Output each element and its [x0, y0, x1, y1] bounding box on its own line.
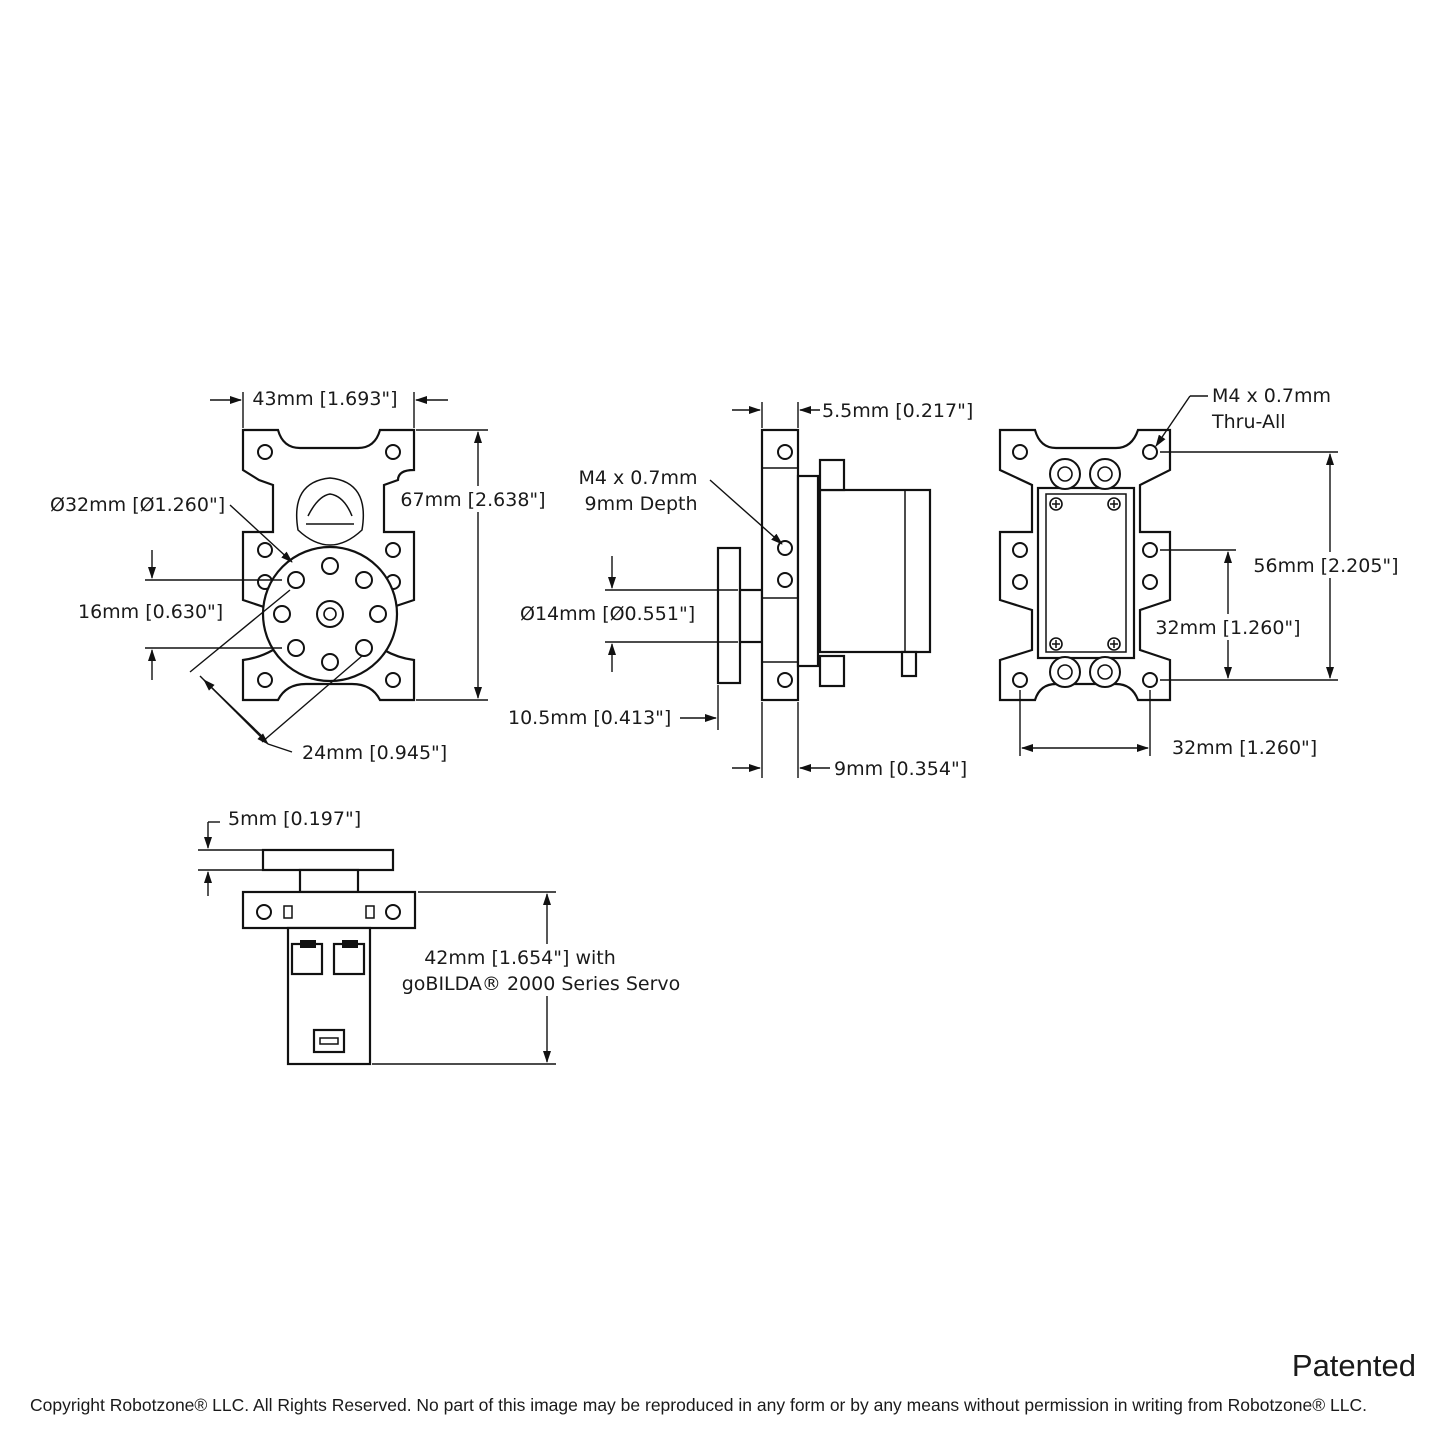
bottom-servo-connector [312, 1028, 346, 1054]
side-servo-flange [796, 474, 820, 668]
tap-note-callout: M4 x 0.7mm 9mm Depth [578, 467, 783, 545]
bracket-depth-label: 9mm [0.354"] [834, 758, 967, 780]
thru-note-callout: M4 x 0.7mm Thru-All [1155, 385, 1331, 447]
side-servo-cable [900, 650, 918, 678]
mount-hole [257, 444, 273, 460]
side-hub-disc [716, 546, 742, 685]
hub-thickness-label: 5mm [0.197"] [228, 808, 361, 830]
thru-note-line1: M4 x 0.7mm [1212, 385, 1331, 407]
front-width-dimension: 43mm [1.693"] [210, 388, 448, 428]
mount-hole [257, 542, 273, 558]
bracket-depth-dimension: 9mm [0.354"] [732, 702, 967, 780]
front-height-dimension: 67mm [2.638"] [396, 429, 546, 701]
back-servo-case [1036, 486, 1136, 660]
copyright-notice: Copyright Robotzone® LLC. All Rights Res… [30, 1395, 1367, 1415]
front-hub [261, 545, 399, 683]
front-view: 43mm [1.693"] 67mm [2.638"] Ø32mm [Ø1.26… [50, 388, 546, 764]
tap-note-line1: M4 x 0.7mm [578, 467, 697, 489]
hub-thickness-dimension: 5mm [0.197"] [198, 808, 361, 896]
bottom-view: 5mm [0.197"] 42mm [1.654"] with goBILDA®… [198, 808, 688, 1066]
side-hub-diameter-label: Ø14mm [Ø0.551"] [520, 603, 695, 625]
pattern-diameter-label: 24mm [0.945"] [302, 742, 447, 764]
horizontal-spacing-dimension: 32mm [1.260"] [1019, 690, 1317, 759]
side-servo-body [818, 488, 932, 654]
plate-thickness-label: 5.5mm [0.217"] [822, 400, 973, 422]
back-phillips-screws [1049, 497, 1121, 651]
front-width-label: 43mm [1.693"] [252, 388, 397, 410]
mount-hole [385, 542, 401, 558]
hole-spacing-dimension: 16mm [0.630"] [78, 550, 282, 680]
side-bracket-plate [760, 428, 800, 702]
servo-window [296, 477, 364, 546]
back-mount-holes [1012, 444, 1158, 688]
thru-note-line2: Thru-All [1211, 411, 1286, 433]
hub-diameter-label: Ø32mm [Ø1.260"] [50, 494, 225, 516]
front-mount-holes [257, 444, 401, 688]
side-hub-boss [738, 588, 764, 644]
mount-hole [385, 672, 401, 688]
horizontal-spacing-label: 32mm [1.260"] [1172, 737, 1317, 759]
height-note-line1: 42mm [1.654"] with [424, 947, 616, 969]
hub-offset-label: 10.5mm [0.413"] [508, 707, 671, 729]
outer-spacing-label: 56mm [2.205"] [1253, 555, 1398, 577]
hub-diameter-callout: Ø32mm [Ø1.260"] [50, 494, 293, 563]
height-note-line2: goBILDA® 2000 Series Servo [402, 973, 681, 995]
tap-note-line2: 9mm Depth [584, 493, 697, 515]
back-view: M4 x 0.7mm Thru-All 56mm [2.205"] 32mm [… [998, 385, 1400, 759]
outer-spacing-dimension: 56mm [2.205"] [1160, 451, 1400, 681]
hub-offset-dimension: 10.5mm [0.413"] [508, 685, 719, 730]
patented-label: Patented [1291, 1348, 1416, 1383]
hub-pattern-holes [273, 557, 387, 671]
plate-thickness-dimension: 5.5mm [0.217"] [732, 400, 973, 428]
mount-hole [257, 672, 273, 688]
bottom-hub-disc [261, 848, 395, 872]
back-screw-heads [1049, 458, 1121, 688]
side-hub-diameter-dimension: Ø14mm [Ø0.551"] [520, 556, 738, 672]
inner-spacing-dimension: 32mm [1.260"] [1150, 549, 1304, 679]
assembly-height-dimension: 42mm [1.654"] with goBILDA® 2000 Series … [372, 891, 688, 1065]
inner-spacing-label: 32mm [1.260"] [1155, 617, 1300, 639]
hole-spacing-label: 16mm [0.630"] [78, 601, 223, 623]
pattern-diameter-dimension: 24mm [0.945"] [189, 589, 447, 764]
side-view: 5.5mm [0.217"] M4 x 0.7mm 9mm Depth Ø14m… [508, 400, 973, 780]
front-height-label: 67mm [2.638"] [400, 489, 545, 511]
mount-hole [385, 444, 401, 460]
